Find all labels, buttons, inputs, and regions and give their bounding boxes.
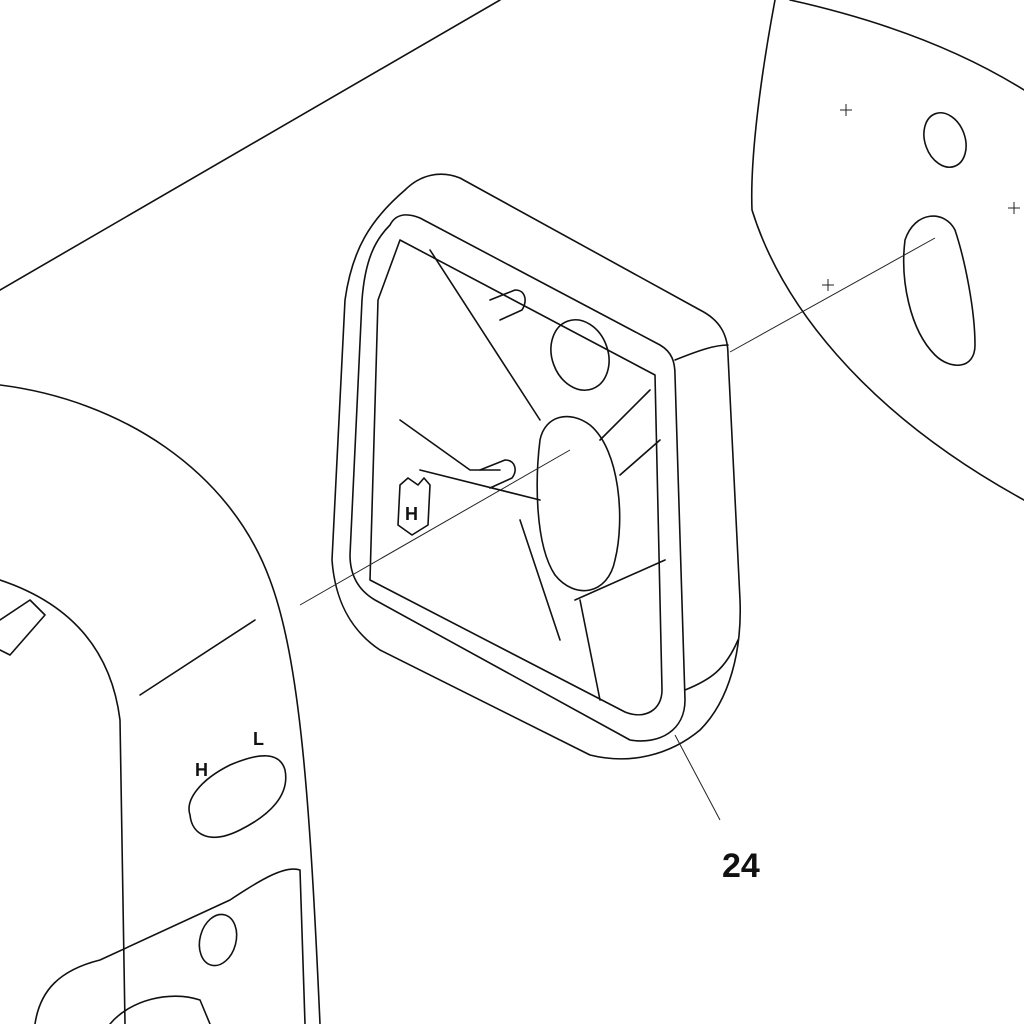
engine-housing — [0, 0, 501, 1024]
air-filter-part-24: H — [299, 173, 742, 821]
low-mixture-label: L — [253, 729, 264, 749]
cover-plate — [729, 0, 1024, 501]
logo: H — [405, 504, 418, 524]
part-number-label: 24 — [722, 847, 760, 885]
high-mixture-label: H — [195, 760, 208, 780]
